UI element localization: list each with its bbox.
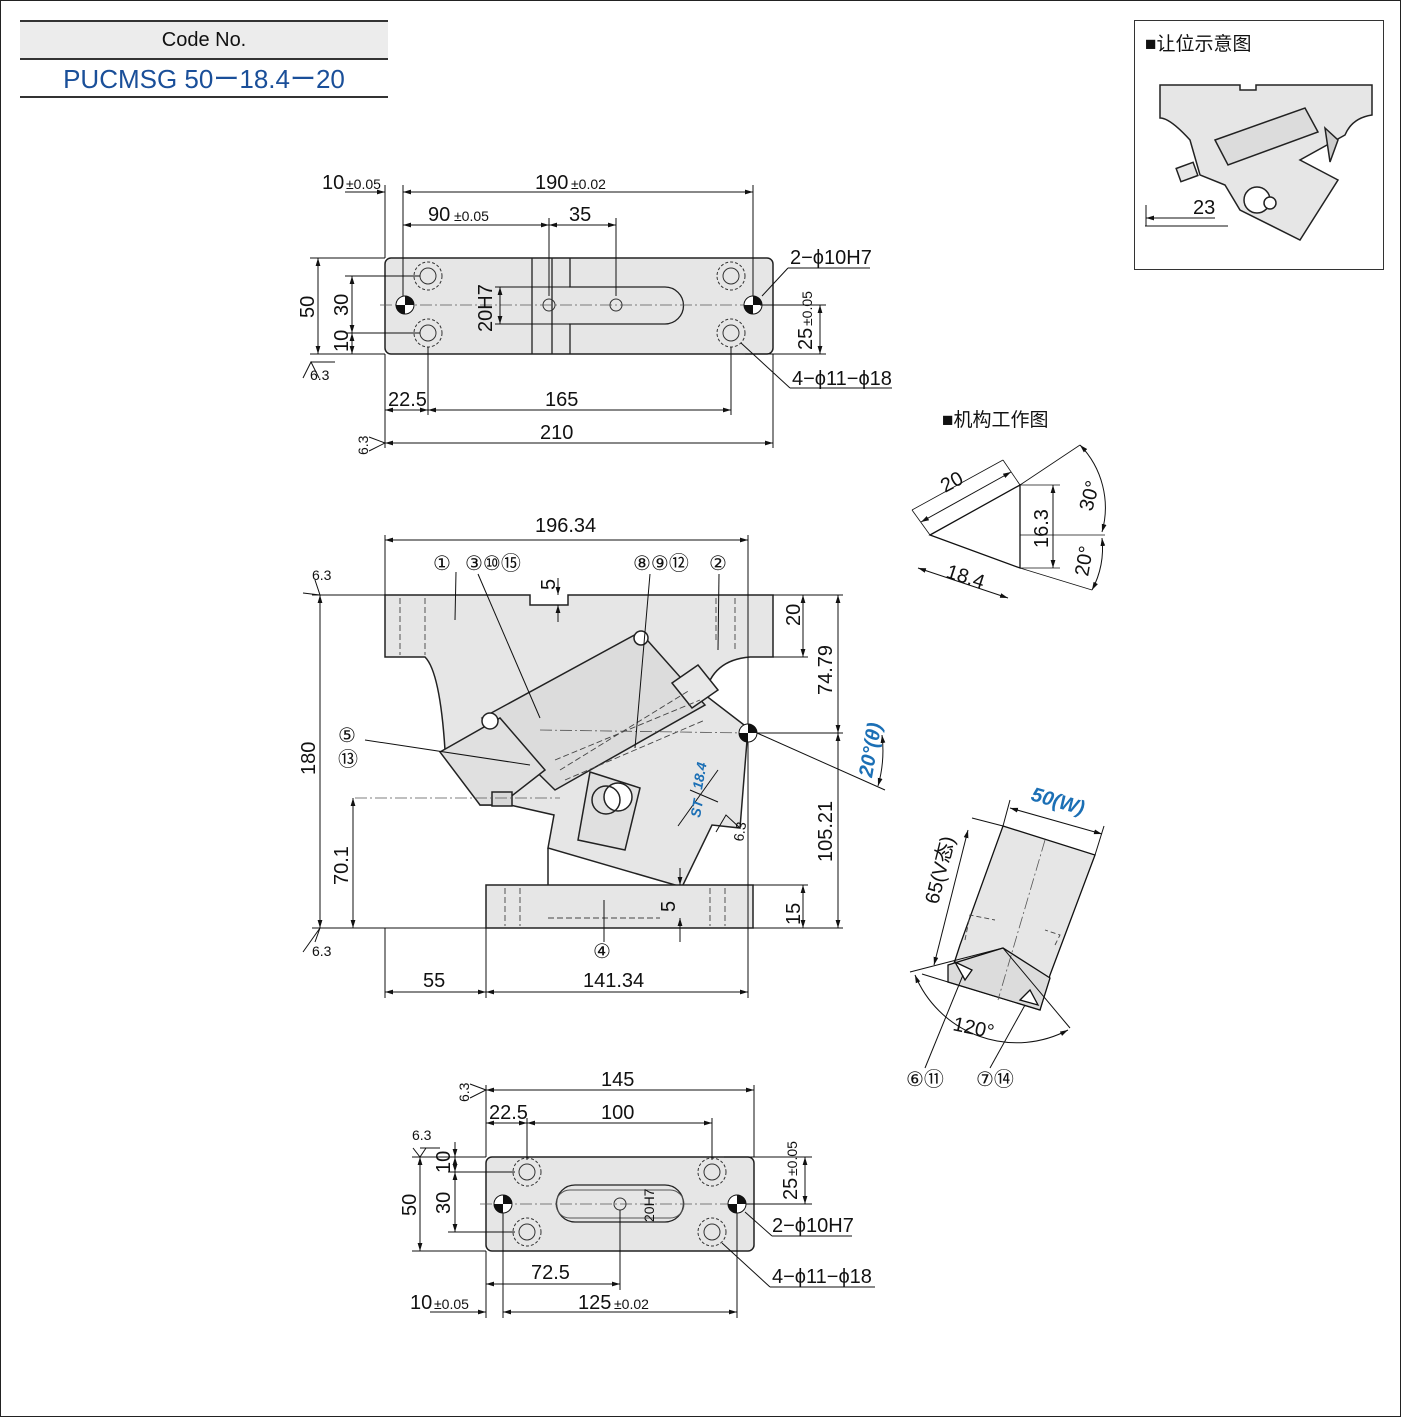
front-stroke-st: ST: [687, 797, 706, 819]
mech-dim-18-4: 18.4: [943, 561, 987, 594]
top-tol-90: ±0.05: [454, 208, 489, 224]
front-part-2: ②: [709, 553, 727, 575]
bottom-dim-125: 125: [578, 1292, 611, 1314]
top-dim-50: 50: [297, 296, 319, 318]
front-part-5: ⑤: [338, 725, 356, 747]
front-part-3-10-15: ③⑩⑮: [465, 552, 521, 575]
top-dim-10b: 10: [331, 330, 353, 352]
wedge-part-6-11: ⑥⑪: [906, 1068, 944, 1091]
front-dim-141-34: 141.34: [583, 970, 644, 992]
front-assembly: [384, 594, 774, 929]
datum-mark-front: [738, 723, 758, 743]
top-dim-25: 25: [795, 328, 817, 350]
bottom-dim-145: 145: [601, 1069, 634, 1091]
front-rough-3: 6.3: [730, 820, 749, 842]
bottom-bolt-spec: 4−ϕ11−ϕ18: [772, 1266, 872, 1288]
front-dim-15: 15: [783, 903, 805, 925]
bottom-dim-10b: 10: [410, 1292, 432, 1314]
front-stroke-18-4: 18.4: [689, 761, 710, 791]
bottom-tol-10b: ±0.05: [434, 1296, 469, 1312]
top-hole-spec: 2−ϕ10H7: [790, 247, 872, 269]
top-rough-1: 6.3: [310, 367, 330, 383]
top-dim-30: 30: [331, 294, 353, 316]
bottom-tol-125: ±0.02: [614, 1296, 649, 1312]
top-rough-2: 6.3: [355, 435, 371, 455]
wedge-part-7-14: ⑦⑭: [976, 1068, 1014, 1091]
wedge-detail: [947, 825, 1096, 1011]
front-dim-55: 55: [423, 970, 445, 992]
front-part-8-9-12: ⑧⑨⑫: [633, 552, 689, 575]
bottom-hole-spec: 2−ϕ10H7: [772, 1215, 854, 1237]
wedge-angle-120: 120°: [951, 1013, 996, 1043]
top-plate: [380, 257, 780, 355]
mech-dim-16-3: 16.3: [1031, 509, 1053, 548]
top-dim-190: 190: [535, 172, 568, 194]
bottom-rough-2: 6.3: [412, 1127, 432, 1143]
mechanism-title: ■机构工作图: [942, 410, 1049, 431]
front-rough-2: 6.3: [312, 943, 332, 959]
bottom-dim-20h7: 20H7: [641, 1188, 657, 1222]
top-dim-165: 165: [545, 389, 578, 411]
mech-angle-30: 30°: [1076, 478, 1105, 513]
top-dim-90: 90: [428, 204, 450, 226]
wedge-height: 65(V态): [921, 834, 960, 906]
front-dim-5b: 5: [658, 901, 680, 912]
top-dim-22-5: 22.5: [388, 389, 427, 411]
mechanism-triangle: [911, 444, 1107, 599]
top-tol-25: ±0.05: [799, 291, 815, 326]
front-dim-74-79: 74.79: [815, 645, 837, 695]
code-value: PUCMSG 50ー18.4ー20: [20, 60, 388, 98]
front-rough-1: 6.3: [312, 567, 332, 583]
bottom-tol-25: ±0.05: [784, 1141, 800, 1176]
bottom-dim-25: 25: [780, 1178, 802, 1200]
top-tol-10: ±0.05: [346, 176, 381, 192]
front-dim-70-1: 70.1: [331, 846, 353, 885]
top-bolt-spec: 4−ϕ11−ϕ18: [792, 368, 892, 390]
front-part-4: ④: [593, 941, 611, 963]
bottom-plate: [480, 1156, 760, 1252]
inset-title: ■让位示意图: [1145, 34, 1252, 55]
wedge-width: 50(W): [1029, 784, 1088, 820]
front-dim-180: 180: [298, 742, 320, 775]
inset-dim-23: 23: [1193, 197, 1215, 219]
top-dim-210: 210: [540, 422, 573, 444]
front-part-13: ⑬: [338, 748, 358, 771]
front-dim-20: 20: [783, 604, 805, 626]
top-tol-190: ±0.02: [571, 176, 606, 192]
top-dim-20h7: 20H7: [475, 284, 497, 332]
bottom-dim-30: 30: [433, 1192, 455, 1214]
clearance-inset: ■让位示意图: [1134, 20, 1384, 270]
top-dim-10: 10: [322, 172, 344, 194]
bottom-dim-22-5: 22.5: [489, 1102, 528, 1124]
mech-dim-20: 20: [937, 468, 967, 498]
code-label: Code No.: [20, 20, 388, 60]
bottom-dim-100: 100: [601, 1102, 634, 1124]
front-dim-196-34: 196.34: [535, 515, 596, 537]
bottom-dim-10: 10: [433, 1151, 455, 1173]
bottom-rough-1: 6.3: [456, 1082, 472, 1102]
top-dim-35: 35: [569, 204, 591, 226]
mech-angle-20: 20°: [1071, 544, 1098, 578]
front-dim-5a: 5: [538, 579, 560, 590]
inset-sketch: [1159, 84, 1373, 241]
bottom-dim-72-5: 72.5: [531, 1262, 570, 1284]
bottom-dim-50: 50: [399, 1194, 421, 1216]
code-number-box: Code No. PUCMSG 50ー18.4ー20: [20, 20, 388, 98]
front-dim-105-21: 105.21: [815, 801, 837, 862]
front-part-1: ①: [433, 553, 451, 575]
